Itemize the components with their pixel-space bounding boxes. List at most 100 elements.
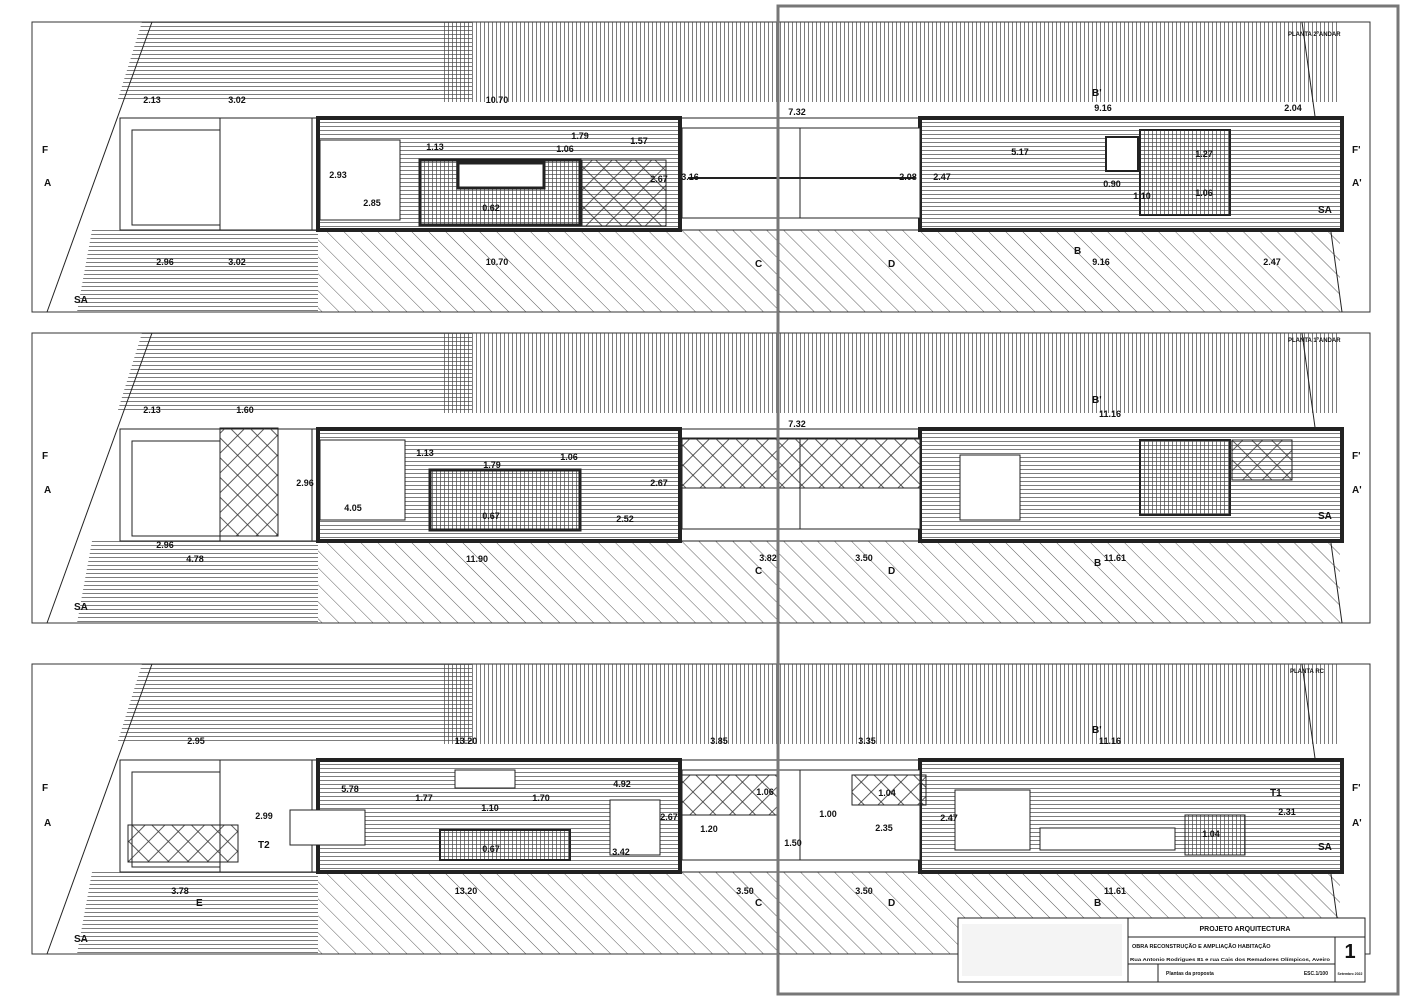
plan-title: PLANTA RC <box>1290 669 1325 675</box>
label: SA <box>74 295 88 306</box>
label: 2.96 <box>156 540 174 550</box>
label: 1.06 <box>556 144 574 154</box>
label: T2 <box>258 840 270 851</box>
label: 1.60 <box>236 405 254 415</box>
label: 1.79 <box>483 460 501 470</box>
label: 3.78 <box>171 886 189 896</box>
label: 0.67 <box>482 844 500 854</box>
label: 2.08 <box>899 172 917 182</box>
label: 2.13 <box>143 95 161 105</box>
label: 1.77 <box>415 793 433 803</box>
label: 0.67 <box>482 511 500 521</box>
label: 5.78 <box>341 784 359 794</box>
label: A' <box>1352 485 1362 496</box>
label: 2.67 <box>660 812 678 822</box>
label: F' <box>1352 145 1361 156</box>
label: B <box>1094 558 1101 569</box>
label: 11.61 <box>1104 886 1126 896</box>
label: 2.47 <box>1263 257 1281 267</box>
label: 2.95 <box>187 736 205 746</box>
label: 1.04 <box>1202 829 1220 839</box>
label: A <box>44 178 51 189</box>
label: SA <box>1318 511 1332 522</box>
sheet-number: 1 <box>1344 941 1355 963</box>
title-block: PROJETO ARQUITECTURA OBRA RECONSTRUÇÃO E… <box>957 917 1366 983</box>
label: A' <box>1352 818 1362 829</box>
label: 1.00 <box>819 809 837 819</box>
date: Setembro 2022 <box>1338 972 1363 976</box>
label: 2.67 <box>650 174 668 184</box>
label: 7.32 <box>788 107 806 117</box>
label: 2.93 <box>329 170 347 180</box>
label: 1.70 <box>532 793 550 803</box>
dimension-labels: 2.13 1.60 7.32 11.16 1.13 1.79 1.06 2.96… <box>143 405 1126 564</box>
label: 3.02 <box>228 95 246 105</box>
label: 4.05 <box>344 503 362 513</box>
label: 1.06 <box>1195 188 1213 198</box>
label: 1.50 <box>784 838 802 848</box>
label: 3.50 <box>855 886 873 896</box>
label: 3.16 <box>681 172 699 182</box>
label: 3.50 <box>855 553 873 563</box>
sheet-title: Plantas da proposta <box>1166 971 1214 977</box>
label: 4.78 <box>186 554 204 564</box>
section-markers: F A F' A' B' B C D SA SA <box>42 88 1362 306</box>
label: 11.61 <box>1104 553 1126 563</box>
label: 1.06 <box>756 787 774 797</box>
label: 3.02 <box>228 257 246 267</box>
title-block-header: PROJETO ARQUITECTURA <box>1199 926 1290 933</box>
section-markers: F A F' A' B' B C D E SA SA T1 T2 <box>42 725 1362 945</box>
label: 1.79 <box>571 131 589 141</box>
selection-rectangle[interactable] <box>776 4 1400 996</box>
label: 13.20 <box>455 886 478 896</box>
label: C <box>755 898 762 909</box>
label: F <box>42 145 48 156</box>
label: 2.04 <box>1284 103 1302 113</box>
label: 2.13 <box>143 405 161 415</box>
label: 11.16 <box>1099 736 1121 746</box>
label: F' <box>1352 783 1361 794</box>
label: 10.70 <box>486 95 509 105</box>
label: SA <box>74 934 88 945</box>
label: 2.47 <box>933 172 951 182</box>
label: 2.85 <box>363 198 381 208</box>
plan-ground-floor: PLANTA RC 2.95 13.20 3.85 3.35 11.16 5.7… <box>30 662 1372 956</box>
label: C <box>755 566 762 577</box>
label: 11.90 <box>466 554 488 564</box>
label: 3.85 <box>710 736 728 746</box>
label: 2.31 <box>1278 807 1296 817</box>
dimension-labels: 2.13 3.02 10.70 7.32 9.16 2.04 1.13 1.79… <box>143 95 1302 267</box>
label: E <box>196 898 203 909</box>
label: 5.17 <box>1011 147 1029 157</box>
label: 1.10 <box>481 803 499 813</box>
label: B' <box>1092 395 1102 406</box>
label: F' <box>1352 451 1361 462</box>
label: B <box>1094 898 1101 909</box>
label: 2.47 <box>940 813 958 823</box>
plan-title: PLANTA 1ºANDAR <box>1288 338 1341 344</box>
label: 3.42 <box>612 847 630 857</box>
label: 1.57 <box>630 136 648 146</box>
label: 13.20 <box>455 736 478 746</box>
label: 2.35 <box>875 823 893 833</box>
label: B' <box>1092 88 1102 99</box>
label: 1.27 <box>1195 149 1213 159</box>
label: 2.67 <box>650 478 668 488</box>
label: D <box>888 259 895 270</box>
label: A' <box>1352 178 1362 189</box>
label: D <box>888 566 895 577</box>
label: 11.16 <box>1099 409 1121 419</box>
label: 3.35 <box>858 736 876 746</box>
label: SA <box>1318 205 1332 216</box>
label: 2.96 <box>296 478 314 488</box>
section-markers: F A F' A' B' B C D SA SA <box>42 395 1362 613</box>
label: 2.96 <box>156 257 174 267</box>
label: 1.20 <box>700 824 718 834</box>
plan-title: PLANTA 2ºANDAR <box>1288 32 1341 38</box>
dimension-labels: 2.95 13.20 3.85 3.35 11.16 5.78 4.92 1.7… <box>171 736 1296 896</box>
label: B' <box>1092 725 1102 736</box>
label: F <box>42 783 48 794</box>
label: 0.90 <box>1103 179 1121 189</box>
label: T1 <box>1270 788 1282 799</box>
